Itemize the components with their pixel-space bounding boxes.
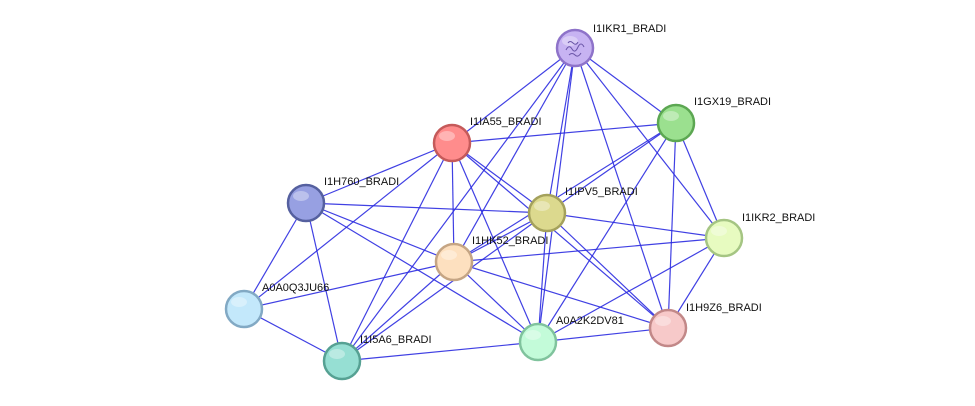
node-circle[interactable] bbox=[518, 322, 558, 362]
edge-i1ipv5-bradi-to-i1i5a6-bradi[interactable] bbox=[341, 212, 548, 362]
edge-i1gx19-bradi-to-i1h9z6-bradi[interactable] bbox=[667, 122, 677, 329]
edge-i1gx19-bradi-to-i1hk52-bradi[interactable] bbox=[453, 122, 677, 263]
node-label: I1GX19_BRADI bbox=[694, 96, 771, 108]
node-highlight bbox=[441, 250, 457, 260]
node-highlight bbox=[655, 316, 671, 326]
edge-i1ia55-bradi-to-i1h760-bradi[interactable] bbox=[305, 142, 453, 204]
edge-i1h760-bradi-to-i1ipv5-bradi[interactable] bbox=[305, 202, 548, 214]
edge-i1ipv5-bradi-to-i1ikr2-bradi[interactable] bbox=[546, 212, 725, 239]
node-label: I1H760_BRADI bbox=[324, 176, 399, 188]
edge-i1ikr1-bradi-to-i1ikr2-bradi[interactable] bbox=[574, 47, 725, 239]
node-i1h760-bradi[interactable]: I1H760_BRADI bbox=[286, 176, 399, 223]
edge-i1ikr1-bradi-to-a0a2k2dv81[interactable] bbox=[537, 47, 576, 343]
edge-i1ipv5-bradi-to-i1h9z6-bradi[interactable] bbox=[546, 212, 669, 329]
node-circle[interactable] bbox=[322, 341, 362, 381]
edge-i1ia55-bradi-to-i1ipv5-bradi[interactable] bbox=[451, 142, 548, 214]
edge-i1ikr2-bradi-to-a0a2k2dv81[interactable] bbox=[537, 237, 725, 343]
node-circle[interactable] bbox=[224, 289, 264, 329]
node-label: A0A0Q3JU66 bbox=[262, 282, 329, 294]
node-circle[interactable] bbox=[555, 28, 595, 68]
node-label: I1H9Z6_BRADI bbox=[686, 302, 762, 314]
edge-i1ia55-bradi-to-a0a0q3ju66[interactable] bbox=[243, 142, 453, 310]
edge-i1h760-bradi-to-i1i5a6-bradi[interactable] bbox=[305, 202, 343, 362]
edge-a0a2k2dv81-to-i1h9z6-bradi[interactable] bbox=[537, 327, 669, 343]
edge-i1hk52-bradi-to-a0a2k2dv81[interactable] bbox=[453, 261, 539, 343]
protein-structure-icon bbox=[565, 41, 585, 57]
node-i1ia55-bradi[interactable]: I1IA55_BRADI bbox=[432, 116, 542, 163]
edge-i1h760-bradi-to-a0a0q3ju66[interactable] bbox=[243, 202, 307, 310]
node-i1ikr2-bradi[interactable]: I1IKR2_BRADI bbox=[704, 212, 815, 258]
node-highlight bbox=[663, 111, 679, 121]
edge-i1hk52-bradi-to-i1i5a6-bradi[interactable] bbox=[341, 261, 455, 362]
edge-i1gx19-bradi-to-a0a2k2dv81[interactable] bbox=[537, 122, 677, 343]
edge-i1ia55-bradi-to-i1i5a6-bradi[interactable] bbox=[341, 142, 453, 362]
edge-i1gx19-bradi-to-i1ia55-bradi[interactable] bbox=[451, 122, 677, 144]
node-layer: I1IKR1_BRADI I1GX19_BRADI I1IA55_BRADI I1H7… bbox=[224, 23, 815, 381]
edge-i1ikr1-bradi-to-i1hk52-bradi[interactable] bbox=[453, 47, 576, 263]
node-i1hk52-bradi[interactable]: I1HK52_BRADI bbox=[434, 235, 548, 282]
node-label: I1I5A6_BRADI bbox=[360, 334, 432, 346]
node-i1gx19-bradi[interactable]: I1GX19_BRADI bbox=[656, 96, 771, 143]
edge-i1ia55-bradi-to-i1h9z6-bradi[interactable] bbox=[451, 142, 669, 329]
edge-i1gx19-bradi-to-i1ikr2-bradi[interactable] bbox=[675, 122, 725, 239]
node-circle[interactable] bbox=[434, 242, 474, 282]
edge-i1ipv5-bradi-to-a0a2k2dv81[interactable] bbox=[537, 212, 548, 343]
node-highlight bbox=[329, 349, 345, 359]
node-label: I1IKR2_BRADI bbox=[742, 212, 815, 224]
node-label: I1IKR1_BRADI bbox=[593, 23, 666, 35]
edge-i1h760-bradi-to-i1hk52-bradi[interactable] bbox=[305, 202, 455, 263]
edge-i1hk52-bradi-to-a0a0q3ju66[interactable] bbox=[243, 261, 455, 310]
node-label: I1HK52_BRADI bbox=[472, 235, 548, 247]
node-highlight bbox=[534, 201, 550, 211]
node-circle[interactable] bbox=[656, 103, 696, 143]
edge-i1gx19-bradi-to-i1ipv5-bradi[interactable] bbox=[546, 122, 677, 214]
edge-i1ikr1-bradi-to-i1ia55-bradi[interactable] bbox=[451, 47, 576, 144]
node-circle[interactable] bbox=[648, 308, 688, 348]
edge-i1ia55-bradi-to-i1hk52-bradi[interactable] bbox=[451, 142, 455, 263]
node-highlight bbox=[293, 191, 309, 201]
edge-a0a2k2dv81-to-i1i5a6-bradi[interactable] bbox=[341, 341, 539, 362]
node-label: I1IA55_BRADI bbox=[470, 116, 542, 128]
node-label: A0A2K2DV81 bbox=[556, 315, 624, 327]
node-highlight bbox=[439, 131, 455, 141]
node-i1ipv5-bradi[interactable]: I1IPV5_BRADI bbox=[527, 186, 638, 233]
edge-i1ikr1-bradi-to-i1gx19-bradi[interactable] bbox=[574, 47, 677, 124]
edge-i1ia55-bradi-to-a0a2k2dv81[interactable] bbox=[451, 142, 539, 343]
edge-i1hk52-bradi-to-i1h9z6-bradi[interactable] bbox=[453, 261, 669, 329]
edge-i1ikr1-bradi-to-i1ipv5-bradi[interactable] bbox=[546, 47, 576, 214]
node-highlight bbox=[525, 330, 541, 340]
edge-i1h760-bradi-to-a0a2k2dv81[interactable] bbox=[305, 202, 539, 343]
node-circle[interactable] bbox=[527, 193, 567, 233]
node-circle[interactable] bbox=[286, 183, 326, 223]
node-i1i5a6-bradi[interactable]: I1I5A6_BRADI bbox=[322, 334, 432, 381]
node-highlight bbox=[711, 226, 727, 236]
node-circle[interactable] bbox=[704, 218, 744, 258]
node-circle[interactable] bbox=[432, 123, 472, 163]
edge-i1ikr2-bradi-to-i1hk52-bradi[interactable] bbox=[453, 237, 725, 263]
node-label: I1IPV5_BRADI bbox=[565, 186, 638, 198]
edge-i1ikr1-bradi-to-i1i5a6-bradi[interactable] bbox=[341, 47, 576, 362]
node-i1ikr1-bradi[interactable]: I1IKR1_BRADI bbox=[555, 23, 666, 68]
node-highlight bbox=[231, 297, 247, 307]
edge-i1ikr1-bradi-to-i1h9z6-bradi[interactable] bbox=[574, 47, 669, 329]
node-a0a0q3ju66[interactable]: A0A0Q3JU66 bbox=[224, 282, 329, 329]
node-a0a2k2dv81[interactable]: A0A2K2DV81 bbox=[518, 315, 624, 362]
node-i1h9z6-bradi[interactable]: I1H9Z6_BRADI bbox=[648, 302, 762, 348]
